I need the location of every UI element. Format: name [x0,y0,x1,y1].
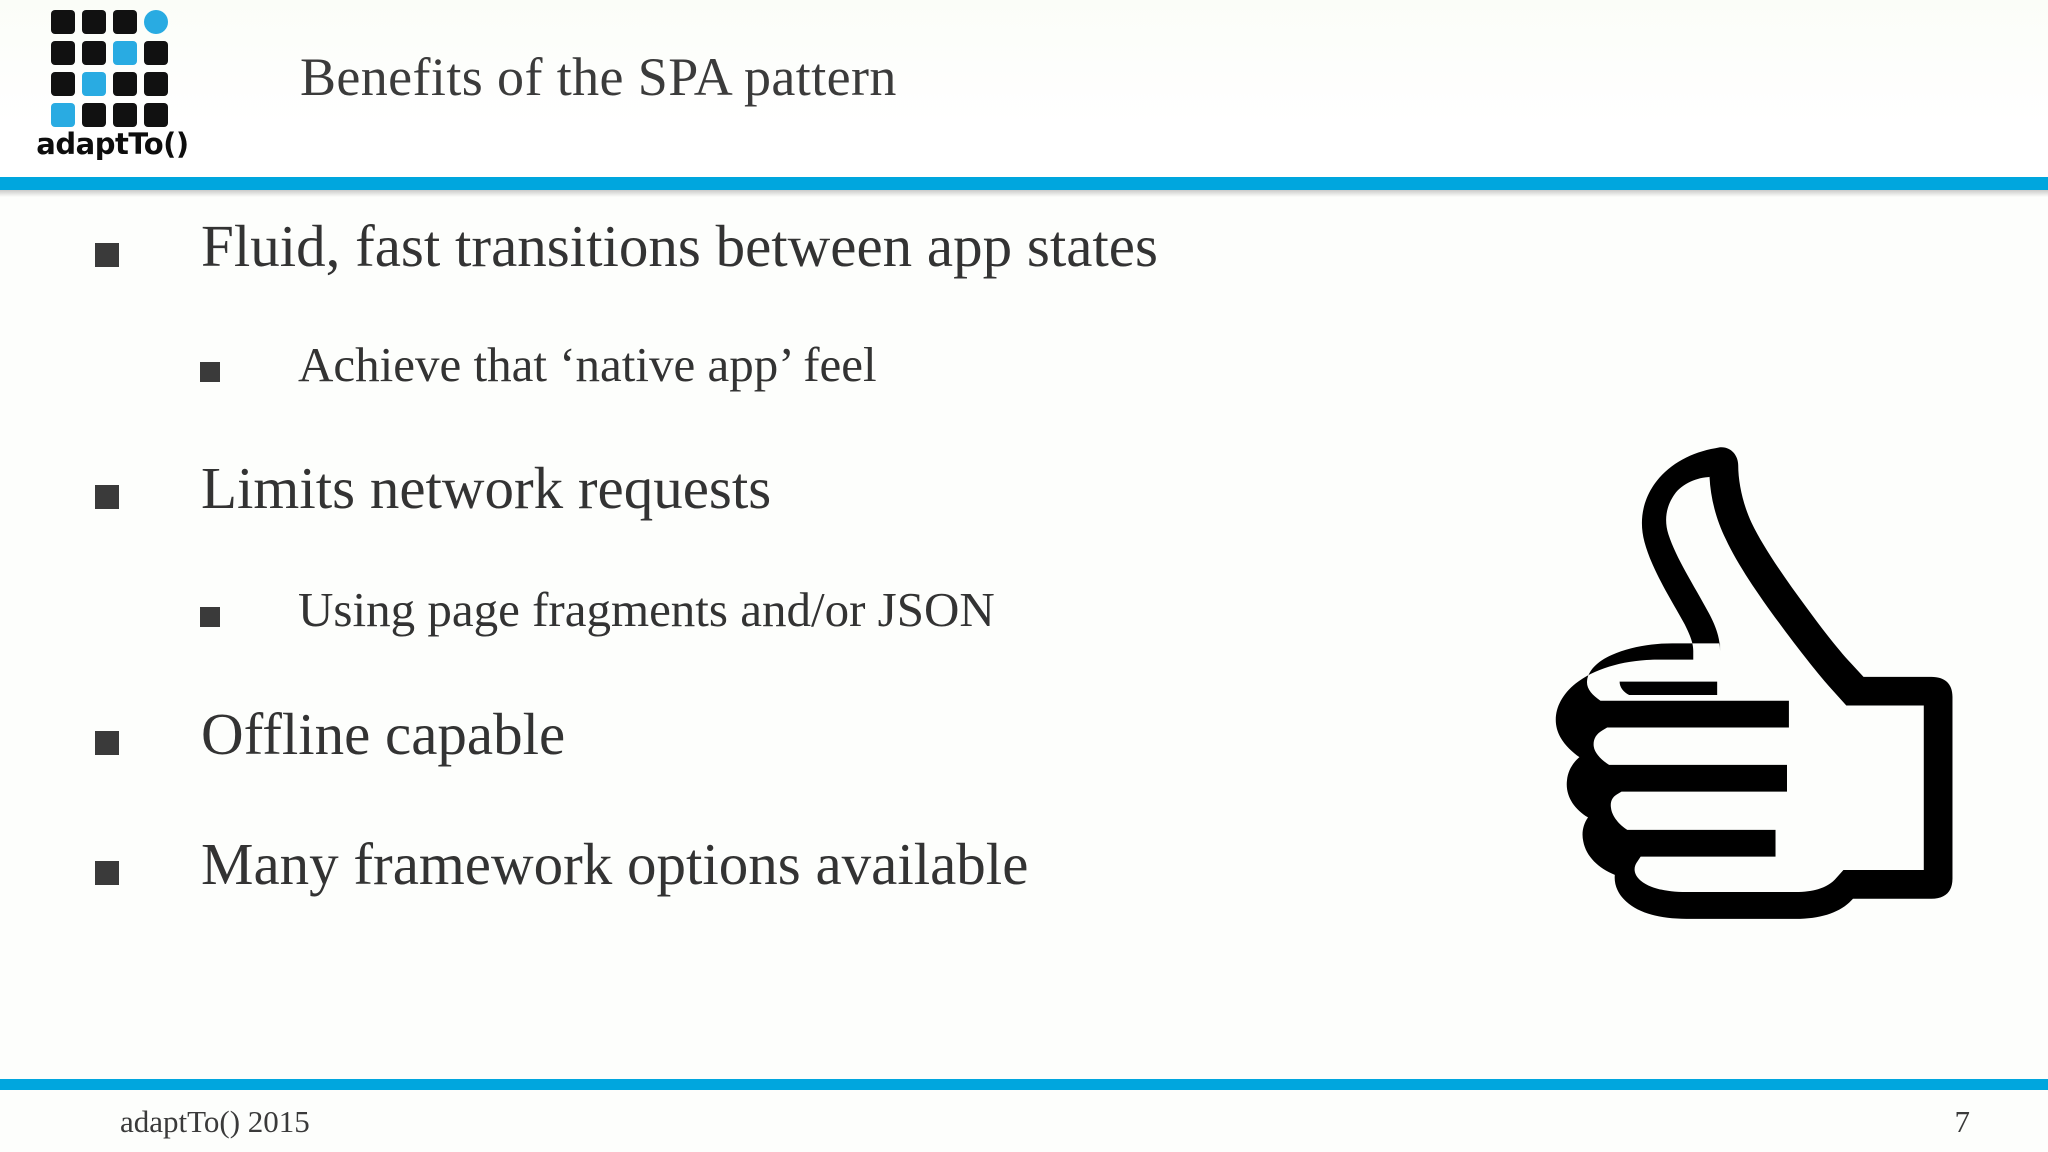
thumbs-up-illustration [1545,425,1985,965]
list-item: Using page fragments and/or JSON [200,585,995,634]
list-item-label: Many framework options available [201,831,1029,897]
header-rule-shadow [0,190,2048,197]
thumbs-up-icon [1555,447,1953,919]
footer-accent-rule [0,1079,2048,1090]
page-title: Benefits of the SPA pattern [300,47,897,107]
bullet-square-icon [200,362,220,382]
header-accent-rule [0,177,2048,190]
list-item-label: Limits network requests [201,455,772,521]
logo-cell-1-2 [113,41,137,65]
bullet-square-icon [95,243,119,267]
logo-cell-0-3 [144,10,168,34]
logo-cell-3-0 [51,103,75,127]
logo-cell-1-0 [51,41,75,65]
logo-cell-1-3 [144,41,168,65]
bullet-square-icon [95,485,119,509]
adaptto-logo: adaptTo() [35,6,190,171]
list-item-label: Fluid, fast transitions between app stat… [201,213,1158,279]
list-item: Achieve that ‘native app’ feel [200,340,877,389]
logo-cell-2-1 [82,72,106,96]
page-number: 7 [1954,1104,1971,1139]
bullet-list: Fluid, fast transitions between app stat… [0,197,1560,1057]
logo-wordmark: adaptTo() [36,127,189,161]
list-item: Offline capable [95,705,565,764]
list-item-label: Achieve that ‘native app’ feel [298,337,877,392]
logo-cell-3-1 [82,103,106,127]
slide-header: adaptTo() Benefits of the SPA pattern [0,0,2048,177]
list-item-label: Offline capable [201,701,566,767]
list-item-label: Using page fragments and/or JSON [298,582,995,637]
logo-cell-2-3 [144,72,168,96]
logo-cell-1-1 [82,41,106,65]
bullet-square-icon [200,607,220,627]
logo-cell-0-0 [51,10,75,34]
bullet-square-icon [95,861,119,885]
bullet-square-icon [95,731,119,755]
logo-cell-3-3 [144,103,168,127]
logo-cell-0-2 [113,10,137,34]
list-item: Fluid, fast transitions between app stat… [95,217,1158,276]
slide-footer: adaptTo() 2015 7 [0,1090,2048,1152]
list-item: Limits network requests [95,459,771,518]
logo-cell-3-2 [113,103,137,127]
list-item: Many framework options available [95,835,1028,894]
footer-credit: adaptTo() 2015 [120,1104,310,1139]
logo-cell-2-2 [113,72,137,96]
logo-grid [51,10,169,128]
logo-cell-2-0 [51,72,75,96]
logo-cell-0-1 [82,10,106,34]
